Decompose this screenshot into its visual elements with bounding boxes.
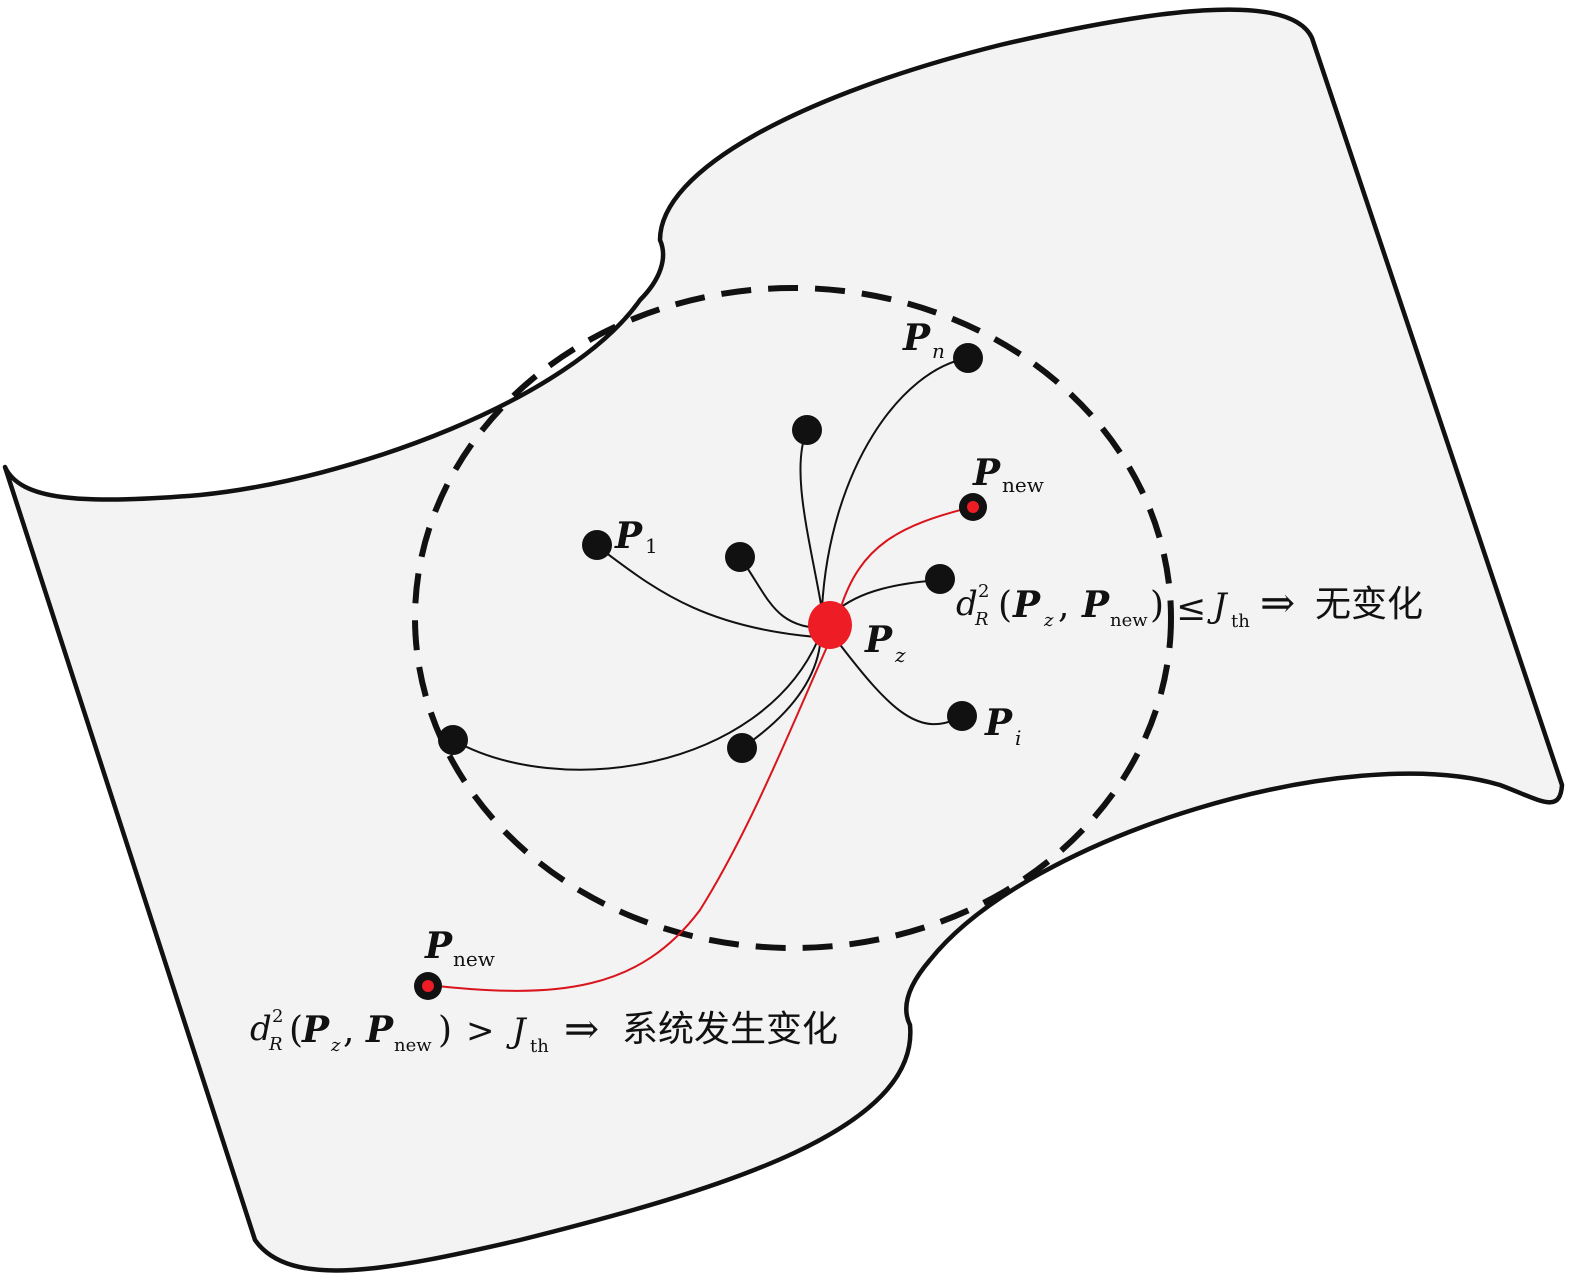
- point-p2: [725, 542, 755, 572]
- svg-text:new: new: [394, 1035, 432, 1056]
- svg-text:d: d: [956, 584, 978, 624]
- svg-text:,: ,: [343, 1010, 354, 1051]
- edge-p8: [452, 639, 819, 771]
- svg-text:P: P: [1081, 584, 1110, 626]
- svg-text:,: ,: [1058, 585, 1069, 626]
- point-p3: [792, 415, 822, 445]
- neighborhood-circle: [412, 285, 1174, 951]
- svg-text:无变化: 无变化: [1315, 584, 1423, 625]
- svg-text:P: P: [1012, 584, 1041, 626]
- point-p7: [727, 733, 757, 763]
- svg-text:1: 1: [645, 534, 658, 558]
- svg-text:>: >: [466, 1011, 495, 1051]
- svg-text:2: 2: [272, 1006, 283, 1027]
- svg-text:(: (: [998, 585, 1012, 626]
- svg-text:i: i: [1015, 726, 1021, 750]
- svg-text:new: new: [453, 947, 495, 971]
- svg-text:th: th: [530, 1036, 549, 1057]
- svg-text:⇒: ⇒: [564, 1004, 599, 1053]
- svg-text:z: z: [1043, 610, 1054, 631]
- svg-text:P: P: [984, 702, 1013, 744]
- svg-text:P: P: [614, 515, 643, 557]
- svg-text:R: R: [268, 1034, 283, 1055]
- point-pnew-outside-core: [422, 980, 434, 992]
- svg-text:z: z: [894, 643, 906, 667]
- label-pi: P i: [984, 702, 1021, 750]
- point-p8: [438, 725, 468, 755]
- svg-text:P: P: [902, 317, 931, 359]
- svg-text:P: P: [424, 925, 453, 967]
- edge-p1: [596, 545, 831, 639]
- label-pz: P z: [864, 619, 906, 667]
- point-pz: [808, 601, 852, 649]
- svg-text:R: R: [974, 609, 989, 630]
- manifold-surface: [2, 7, 1565, 1273]
- edge-pnew-outside: [427, 639, 831, 992]
- svg-text:th: th: [1231, 611, 1250, 632]
- edge-p3: [799, 429, 823, 611]
- condition-outside: d 2 R ( P z , P new ) > J th ⇒ 系统发生变化: [250, 1004, 838, 1057]
- svg-text:≤: ≤: [1176, 588, 1206, 629]
- point-pnew-inside-core: [967, 501, 979, 513]
- svg-text:2: 2: [978, 581, 989, 602]
- label-pnew-inside: P new: [972, 452, 1044, 497]
- edge-pn: [821, 357, 969, 609]
- svg-text:P: P: [365, 1009, 394, 1051]
- point-p1: [582, 530, 612, 560]
- svg-text:P: P: [864, 619, 893, 661]
- label-pnew-outside: P new: [424, 925, 495, 971]
- svg-text:z: z: [330, 1035, 341, 1056]
- svg-text:J: J: [506, 1011, 528, 1051]
- svg-text:): ): [438, 1010, 452, 1051]
- svg-text:P: P: [972, 452, 1001, 494]
- svg-text:⇒: ⇒: [1260, 578, 1295, 627]
- svg-text:系统发生变化: 系统发生变化: [622, 1009, 838, 1050]
- point-pn: [953, 343, 983, 373]
- svg-text:): ): [1150, 585, 1164, 626]
- svg-text:(: (: [289, 1010, 303, 1051]
- svg-text:d: d: [250, 1009, 272, 1049]
- condition-inside: d 2 R ( P z , P new ) ≤ J th ⇒ 无变化: [956, 578, 1423, 632]
- svg-text:new: new: [1002, 473, 1044, 497]
- svg-text:J: J: [1207, 586, 1229, 626]
- svg-text:n: n: [932, 339, 945, 363]
- point-pi: [947, 701, 977, 731]
- label-pn: P n: [902, 317, 945, 363]
- edge-p7: [741, 644, 821, 749]
- label-p1: P 1: [614, 515, 658, 558]
- svg-text:P: P: [301, 1009, 330, 1051]
- edge-pi: [837, 641, 963, 726]
- point-p5: [925, 564, 955, 594]
- edge-pnew-inside: [839, 506, 973, 611]
- svg-text:new: new: [1110, 610, 1148, 631]
